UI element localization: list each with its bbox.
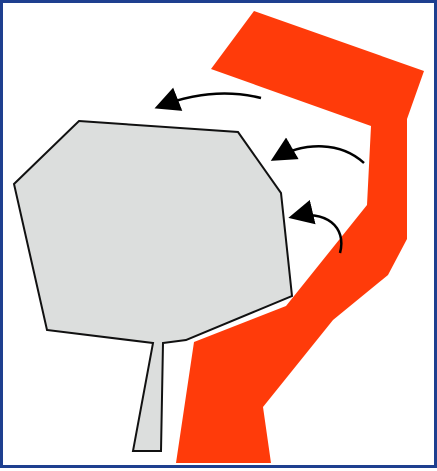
gray-shape <box>12 119 294 452</box>
arrow-top <box>154 87 262 111</box>
arrow-bottom <box>288 199 343 254</box>
orange-band-shape <box>176 11 424 463</box>
diagram-canvas <box>12 11 424 463</box>
arrow-middle <box>270 137 365 164</box>
